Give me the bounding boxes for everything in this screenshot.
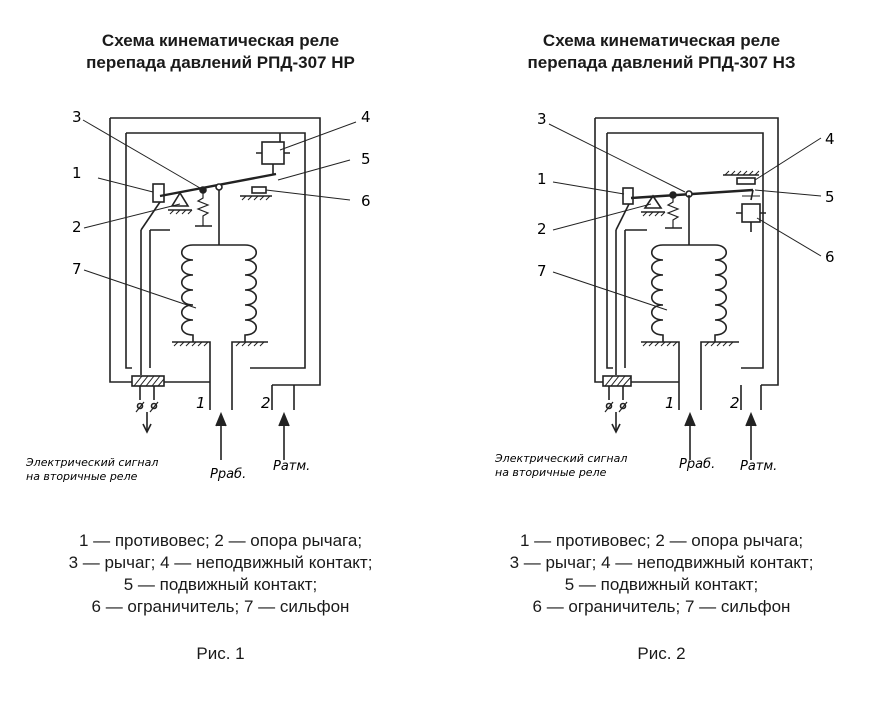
figure-2-callout-1: 1: [537, 170, 547, 188]
figure-1-title: Схема кинематическая реле перепада давле…: [0, 30, 441, 74]
figure-1-title-line1: Схема кинематическая реле: [101, 31, 340, 50]
figure-1-legend-line: 1 — противовес; 2 — опора рычага;: [78, 531, 363, 550]
figure-1-legend: 1 — противовес; 2 — опора рычага; 3 — ры…: [0, 530, 441, 618]
figure-2-legend-line: 3 — рычаг; 4 — неподвижный контакт;: [509, 553, 814, 572]
figure-1-p-atm: Pатм.: [273, 459, 310, 474]
figure-1-legend-line: 5 — подвижный контакт;: [123, 575, 318, 594]
figure-2-callout-3: 3: [537, 110, 547, 128]
figure-2-legend-line: 1 — противовес; 2 — опора рычага;: [519, 531, 804, 550]
figure-2-diagram: 3 4 1 5 2 6 7 1 2 Электрический сигнал н…: [494, 110, 835, 479]
figure-1-callout-1: 1: [72, 164, 82, 182]
figure-2-title: Схема кинематическая реле перепада давле…: [441, 30, 882, 74]
figure-1-title-line2: перепада давлений РПД-307 НР: [86, 53, 355, 72]
figure-2-callout-7: 7: [537, 262, 547, 280]
figure-2-title-line2: перепада давлений РПД-307 НЗ: [527, 53, 796, 72]
figure-2-title-line1: Схема кинематическая реле: [542, 31, 781, 50]
figure-2-legend-line: 6 — ограничитель; 7 — сильфон: [532, 597, 791, 616]
figure-2-caption: Рис. 2: [637, 644, 686, 663]
figure-2-signal-line2: на вторичные реле: [495, 466, 607, 479]
figure-2-legend-line: 5 — подвижный контакт;: [564, 575, 759, 594]
figure-1-callout-5: 5: [361, 150, 371, 168]
figure-2-callout-2: 2: [537, 220, 547, 238]
figure-2-callout-5: 5: [825, 188, 835, 206]
figure-1-caption: Рис. 1: [196, 644, 245, 663]
figure-2-p-atm: Pатм.: [740, 459, 777, 474]
figure-2-p-work: Pраб.: [679, 457, 715, 472]
figure-1-legend-line: 3 — рычаг; 4 — неподвижный контакт;: [68, 553, 373, 572]
figure-1-callout-4: 4: [361, 108, 371, 126]
figure-1-port-1: 1: [196, 394, 206, 412]
figure-1-port-2: 2: [261, 394, 271, 412]
figure-2-signal-line1: Электрический сигнал: [494, 452, 627, 465]
figure-2-port-2: 2: [730, 394, 740, 412]
figure-1-p-work: Pраб.: [210, 467, 246, 482]
figure-1-callout-7: 7: [72, 260, 82, 278]
figure-1-legend-line: 6 — ограничитель; 7 — сильфон: [91, 597, 350, 616]
figure-2-legend: 1 — противовес; 2 — опора рычага; 3 — ры…: [441, 530, 882, 618]
figure-2-callout-6: 6: [825, 248, 835, 266]
figure-2-callout-4: 4: [825, 130, 835, 148]
figure-1-signal-line1: Электрический сигнал: [25, 456, 158, 469]
figure-1: Схема кинематическая реле перепада давле…: [0, 0, 441, 705]
figure-2: Схема кинематическая реле перепада давле…: [441, 0, 882, 705]
figure-2-port-1: 1: [665, 394, 675, 412]
figure-1-callout-6: 6: [361, 192, 371, 210]
figure-1-diagram: 3 4 1 5 2 6 7 1 2 Электрический сигнал н…: [25, 108, 371, 483]
figure-1-callout-2: 2: [72, 218, 82, 236]
figure-1-signal-line2: на вторичные реле: [26, 470, 138, 483]
figure-1-callout-3: 3: [72, 108, 82, 126]
